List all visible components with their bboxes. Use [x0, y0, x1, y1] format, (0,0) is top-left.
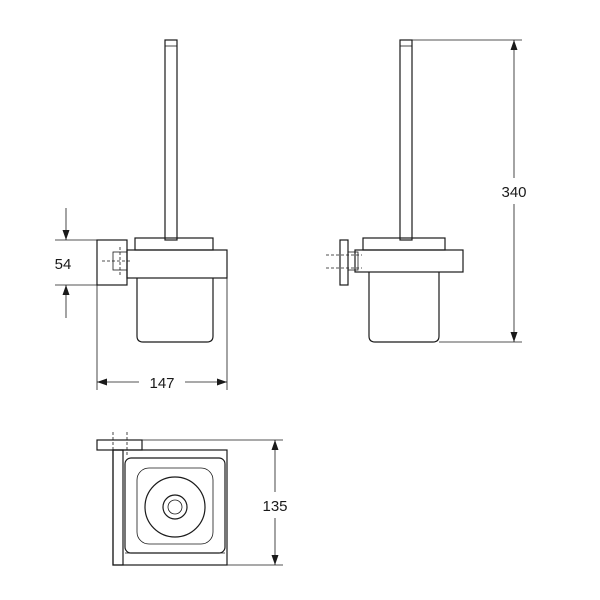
brush-handle-circle-outer	[162, 494, 188, 520]
wall-flange	[339, 239, 349, 286]
front-view: 54 147	[55, 39, 228, 392]
holder-frame-outer	[112, 449, 228, 566]
dim-135-arrow-top	[271, 440, 279, 450]
dim-340-arrow-bottom	[510, 332, 518, 342]
brush-handle-circle-inner	[167, 499, 183, 515]
dim-135-arrow-bottom	[271, 555, 279, 565]
brush-head-circle	[144, 476, 206, 538]
cup-inner-top	[136, 467, 214, 545]
dim-147-arrow-left	[97, 378, 107, 386]
side-view: 340	[326, 39, 527, 343]
dim-147-arrow-right	[217, 378, 227, 386]
brush-handle	[164, 39, 178, 241]
glass-cup-side	[368, 272, 440, 343]
dim-54-arrow-top	[62, 230, 70, 240]
dim-135-label: 135	[262, 498, 287, 515]
wall-plate	[96, 239, 128, 286]
flange-connector	[347, 251, 359, 271]
dim-54-label: 54	[55, 256, 72, 273]
wall-plate-top	[96, 439, 143, 451]
top-view: 135	[96, 432, 288, 566]
dim-54-arrow-bottom	[62, 285, 70, 295]
holder-ring	[126, 249, 228, 279]
dim-340-arrow-top	[510, 40, 518, 50]
holder-ring-side	[354, 249, 464, 273]
glass-cup	[136, 278, 214, 343]
brush-handle-side	[399, 39, 413, 241]
dim-340-label: 340	[501, 184, 526, 201]
dim-147-label: 147	[149, 375, 174, 392]
holder-arm	[112, 449, 124, 566]
